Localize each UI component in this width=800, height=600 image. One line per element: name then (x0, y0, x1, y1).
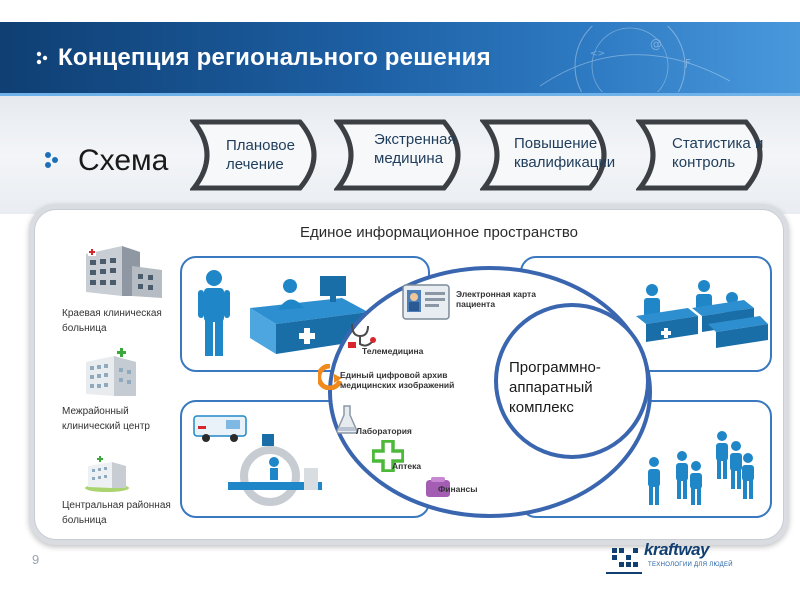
tab-shape (334, 119, 461, 191)
tab-label: Повышение квалификации (514, 135, 616, 171)
tab-shape (190, 119, 317, 191)
service-label: Аптека (392, 461, 422, 471)
kraftway-logo-icon (606, 548, 642, 574)
title-bullet-icon (36, 51, 48, 65)
tab-shape (636, 119, 763, 191)
people-group-illustration (648, 431, 754, 505)
page-number: 9 (32, 552, 40, 567)
tab-statistics[interactable]: Статистика и контроль (636, 118, 776, 192)
page-title: Концепция регионального решения (58, 44, 491, 71)
institution-label: Краевая клиническая больница (62, 308, 162, 334)
core-complex-label: Программно-аппаратный комплекс (509, 359, 601, 416)
tab-label: Статистика и контроль (672, 135, 764, 171)
logo-tagline: ТЕХНОЛОГИИ ДЛЯ ЛЮДЕЙ (648, 562, 733, 568)
svg-text:<>: <> (590, 49, 605, 59)
scheme-title: Схема (78, 144, 169, 177)
training-class-illustration (636, 280, 768, 348)
medical-equipment-illustration (193, 415, 322, 506)
service-label: Лаборатория (356, 426, 412, 436)
archive-icon (318, 364, 342, 390)
tab-label: Экстренная медицина (374, 131, 456, 167)
district-hospital-icon (85, 456, 129, 492)
scheme-bullet-icon (45, 152, 58, 168)
header-banner: @ Ƒ <> Концепция регионального решения (0, 22, 800, 96)
institution-label: Центральная районная больница (62, 500, 171, 526)
logo-wordmark: kraftway (644, 540, 709, 559)
tab-emergency-medicine[interactable]: Экстренная медицина (334, 118, 474, 192)
patient-card-icon (402, 284, 450, 320)
header-decoration: @ Ƒ <> (539, 26, 731, 92)
telemedicine-icon (348, 323, 376, 348)
service-label: Финансы (438, 484, 478, 494)
information-space-title: Единое информационное пространство (300, 224, 579, 241)
tab-planned-treatment[interactable]: Плановое лечение (190, 118, 330, 192)
tab-shape (480, 119, 607, 191)
institution-label: Межрайонный клинический центр (62, 406, 150, 432)
services-ring (328, 266, 652, 518)
tab-label: Плановое лечение (226, 137, 295, 173)
hospital-building-icon (86, 246, 162, 298)
pharmacy-cross-icon (372, 440, 404, 472)
clinic-building-icon (86, 348, 136, 396)
service-label: Электронная карта пациента (456, 289, 536, 309)
svg-text:Ƒ: Ƒ (684, 58, 691, 69)
tab-qualification[interactable]: Повышение квалификации (480, 118, 620, 192)
wallet-icon (426, 477, 450, 497)
svg-text:@: @ (650, 37, 662, 51)
service-label: Телемедицина (362, 346, 424, 356)
flask-icon (336, 405, 358, 434)
service-label: Единый цифровой архив медицинских изобра… (340, 370, 455, 390)
